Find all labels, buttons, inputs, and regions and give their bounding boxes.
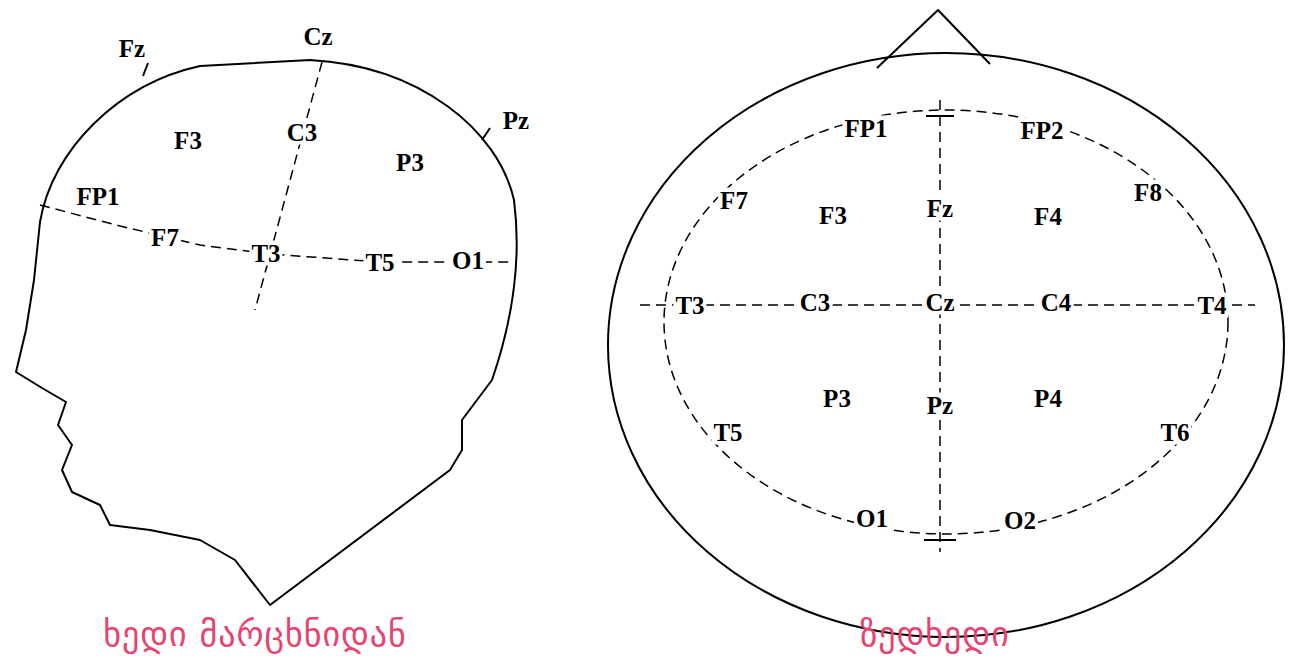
electrode-circumference (664, 110, 1228, 534)
electrode-label: Cz (301, 24, 334, 49)
electrode-label: F3 (172, 128, 204, 153)
electrode-label: FP1 (842, 116, 889, 141)
electrode-label: Cz (923, 290, 956, 315)
electrode-label: F7 (718, 188, 750, 213)
electrode-label: P4 (1032, 386, 1064, 411)
view-caption: ზედხედი (860, 617, 1010, 651)
fz-tick (143, 63, 148, 76)
electrode-label: C3 (285, 120, 320, 145)
electrode-label: Fz (117, 36, 147, 61)
electrode-label: Pz (501, 108, 531, 133)
inion-tick (924, 539, 956, 541)
head-top-outline (608, 53, 1284, 637)
electrode-label: T5 (363, 250, 396, 275)
electrode-label: T3 (249, 241, 282, 266)
electrode-label: T3 (673, 293, 706, 318)
nose-marker (877, 10, 990, 68)
electrode-label: O1 (450, 248, 486, 273)
electrode-label: T5 (711, 420, 744, 445)
electrode-label: Pz (925, 393, 955, 418)
electrode-label: O2 (1002, 508, 1038, 533)
electrode-label: F7 (149, 225, 181, 250)
electrode-label: P3 (394, 150, 426, 175)
electrode-label: C3 (798, 290, 833, 315)
pz-tick (482, 128, 490, 140)
view-caption: ხედი მარცხნიდან (103, 617, 407, 651)
electrode-label: FP1 (74, 184, 121, 209)
electrode-label: Fz (925, 196, 955, 221)
midline-sagittal (939, 100, 941, 552)
nasion-tick (926, 115, 954, 117)
electrode-label: FP2 (1018, 118, 1065, 143)
electrode-label: P3 (821, 386, 853, 411)
electrode-label: C4 (1039, 290, 1074, 315)
head-profile (16, 60, 517, 605)
electrode-label: F4 (1032, 204, 1064, 229)
electrode-label: F3 (817, 203, 849, 228)
coronal-line (255, 62, 322, 310)
electrode-label: T6 (1158, 420, 1191, 445)
electrode-label: F8 (1132, 180, 1164, 205)
electrode-label: O1 (854, 506, 890, 531)
electrode-label: T4 (1195, 293, 1228, 318)
